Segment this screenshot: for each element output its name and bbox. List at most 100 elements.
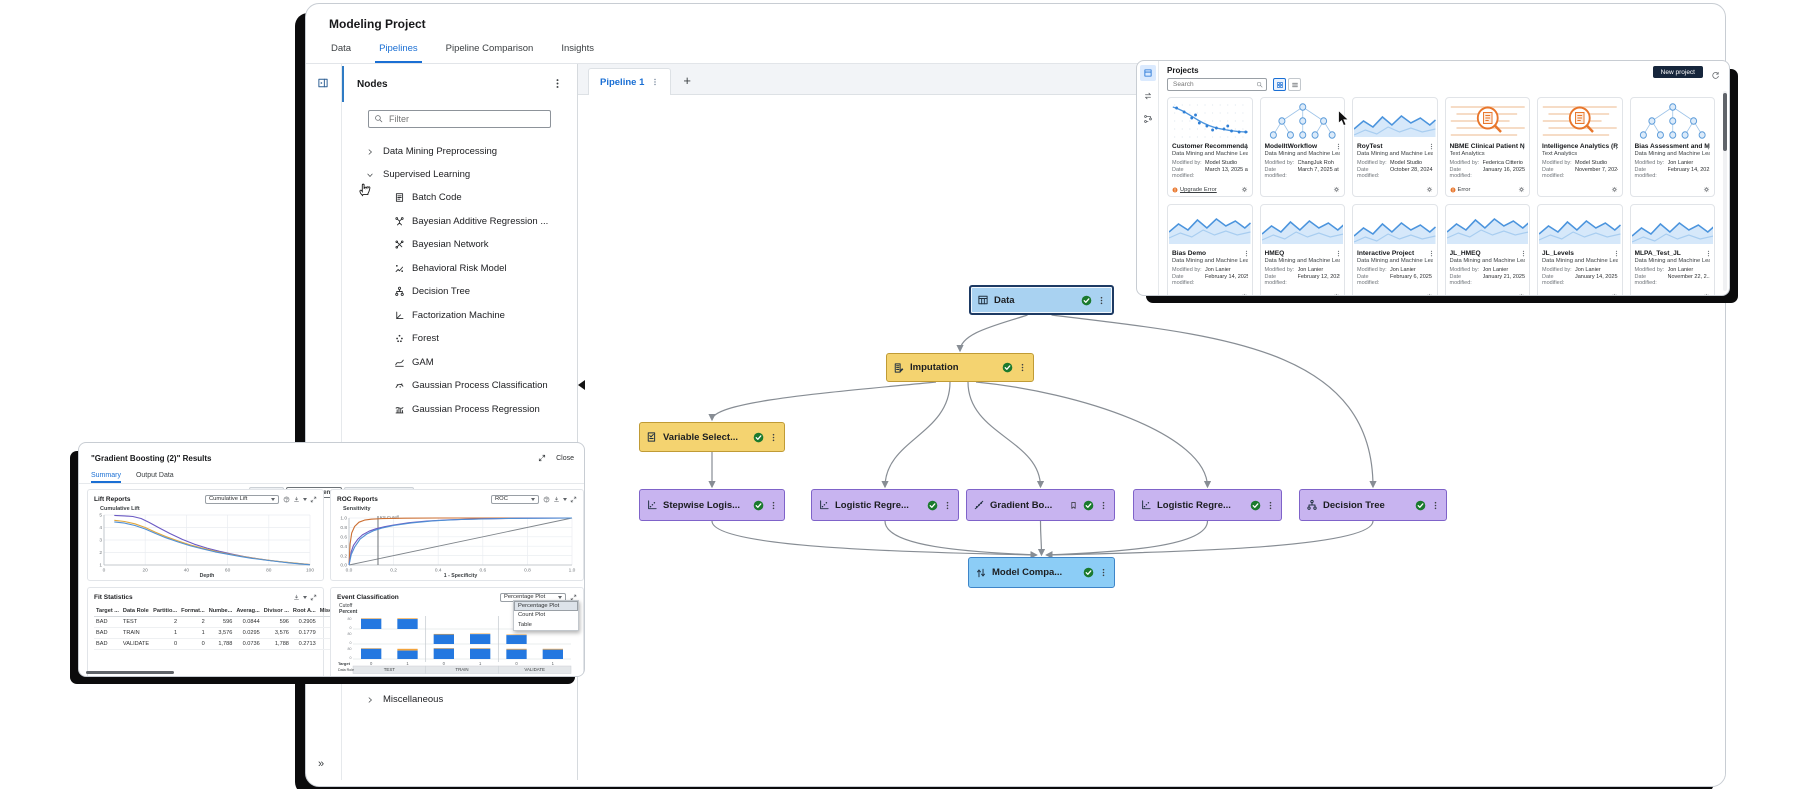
node-item-behavioral-risk-model[interactable]: Behavioral Risk Model (342, 257, 577, 281)
project-card-5[interactable]: Intelligence Analytics (Read-O...Text An… (1537, 97, 1623, 197)
pipeline-node-dtree[interactable]: Decision Tree (1299, 489, 1447, 521)
tab-insights[interactable]: Insights (561, 43, 595, 54)
node-group-data-mining-preprocessing[interactable]: Data Mining Preprocessing (342, 140, 577, 163)
roc-report-select[interactable]: ROC (491, 494, 539, 504)
gear-icon[interactable] (1518, 293, 1525, 295)
node-item-gam[interactable]: GAM (342, 351, 577, 375)
card-settings-button[interactable] (1426, 293, 1433, 295)
project-card-1[interactable]: Customer Recommendation E...Data Mining … (1167, 97, 1253, 197)
kebab-icon[interactable] (1428, 143, 1435, 150)
card-settings-button[interactable] (1333, 293, 1340, 295)
card-menu-button[interactable] (1520, 250, 1527, 257)
node-item-gaussian-process-regression[interactable]: Gaussian Process Regression (342, 398, 577, 422)
card-menu-button[interactable] (1613, 250, 1620, 257)
kebab-icon[interactable] (1018, 363, 1027, 372)
kebab-icon[interactable] (1520, 143, 1527, 150)
menu-item-percentage-plot[interactable]: Percentage Plot (514, 601, 578, 611)
card-menu-button[interactable] (1428, 143, 1435, 150)
download-icon[interactable] (553, 496, 560, 503)
card-menu-button[interactable] (1705, 143, 1712, 150)
kebab-icon[interactable] (769, 433, 778, 442)
list-view-button[interactable] (1288, 78, 1301, 91)
view-grid-icon[interactable] (1276, 81, 1284, 89)
kebab-icon[interactable] (1266, 501, 1275, 510)
box-icon[interactable] (1143, 68, 1153, 78)
pipeline-node-imputation[interactable]: Imputation (886, 353, 1034, 382)
kebab-icon[interactable] (1243, 250, 1250, 257)
gear-icon[interactable] (1518, 186, 1525, 193)
maximize-icon[interactable] (310, 594, 317, 601)
kebab-icon[interactable] (1243, 143, 1250, 150)
node-item-gaussian-process-classification[interactable]: Gaussian Process Classification (342, 374, 577, 398)
card-settings-button[interactable] (1518, 293, 1525, 295)
kebab-icon[interactable] (1335, 143, 1342, 150)
card-settings-button[interactable] (1241, 186, 1248, 193)
node-group-miscellaneous[interactable]: Miscellaneous (342, 688, 577, 711)
maximize-icon[interactable] (538, 454, 546, 462)
tab-pipeline-comparison[interactable]: Pipeline Comparison (445, 43, 534, 54)
card-status[interactable]: Upgrade Error (1172, 187, 1217, 193)
card-menu-button[interactable] (1243, 143, 1250, 150)
gear-icon[interactable] (1241, 293, 1248, 295)
nodes-panel-menu-button[interactable] (552, 75, 563, 93)
tab-pipelines[interactable]: Pipelines (375, 43, 422, 63)
card-settings-button[interactable] (1426, 186, 1433, 193)
exchange-nav-icon[interactable] (1140, 88, 1156, 104)
card-menu-button[interactable] (1428, 250, 1435, 257)
kebab-icon[interactable] (1613, 143, 1620, 150)
kebab-icon[interactable] (1613, 250, 1620, 257)
kebab-icon[interactable] (1099, 568, 1108, 577)
gear-icon[interactable] (1703, 186, 1710, 193)
maximize-icon[interactable] (570, 594, 577, 601)
pipeline-node-modelcomp[interactable]: Model Compa... (968, 557, 1115, 588)
gear-icon[interactable] (1333, 293, 1340, 295)
card-settings-button[interactable] (1241, 293, 1248, 295)
gear-icon[interactable] (1426, 293, 1433, 295)
kebab-icon[interactable] (1335, 250, 1342, 257)
kebab-icon[interactable] (651, 78, 659, 86)
card-menu-button[interactable] (1613, 143, 1620, 150)
expand-panel-button[interactable]: » (318, 758, 325, 770)
card-menu-button[interactable] (1335, 250, 1342, 257)
kebab-icon[interactable] (1099, 501, 1108, 510)
gear-icon[interactable] (1611, 293, 1618, 295)
view-list-icon[interactable] (1291, 81, 1299, 89)
pipeline-node-logistic1[interactable]: Logistic Regre... (811, 489, 959, 521)
maximize-icon[interactable] (570, 496, 577, 503)
pipelines-nav-icon[interactable] (1140, 111, 1156, 127)
new-project-button[interactable]: New project (1652, 66, 1703, 78)
results-tab-output-data[interactable]: Output Data (135, 472, 174, 479)
pipeline-tab-menu-button[interactable] (651, 77, 659, 88)
card-status[interactable]: Error (1450, 187, 1470, 193)
card-settings-button[interactable] (1518, 186, 1525, 193)
node-item-bayesian-additive-regression[interactable]: Bayesian Additive Regression ... (342, 210, 577, 234)
pipeline-node-varsel[interactable]: Variable Select... (639, 422, 785, 452)
kebab-icon[interactable] (1431, 501, 1440, 510)
download-icon[interactable] (293, 594, 300, 601)
projects-search-input[interactable] (1171, 80, 1256, 89)
kebab-icon[interactable] (1428, 250, 1435, 257)
kebab-icon[interactable] (1520, 250, 1527, 257)
download-icon[interactable] (293, 496, 300, 503)
filter-input[interactable] (387, 113, 545, 125)
results-horizontal-scrollbar[interactable] (86, 670, 174, 674)
card-menu-button[interactable] (1243, 250, 1250, 257)
gear-icon[interactable] (1241, 186, 1248, 193)
pipeline-node-stepwise[interactable]: Stepwise Logis... (639, 489, 785, 521)
refresh-icon[interactable] (1711, 67, 1720, 85)
collapse-panel-button[interactable] (317, 74, 329, 92)
card-menu-button[interactable] (1520, 143, 1527, 150)
project-card-4[interactable]: NBME Clinical Patient Notes (R...Text An… (1444, 97, 1530, 197)
lift-report-select[interactable]: Cumulative Lift (205, 494, 279, 504)
pipeline-node-data[interactable]: Data (969, 285, 1114, 315)
gear-icon[interactable] (1333, 186, 1340, 193)
card-menu-button[interactable] (1335, 143, 1342, 150)
flow-icon[interactable] (1143, 114, 1153, 124)
